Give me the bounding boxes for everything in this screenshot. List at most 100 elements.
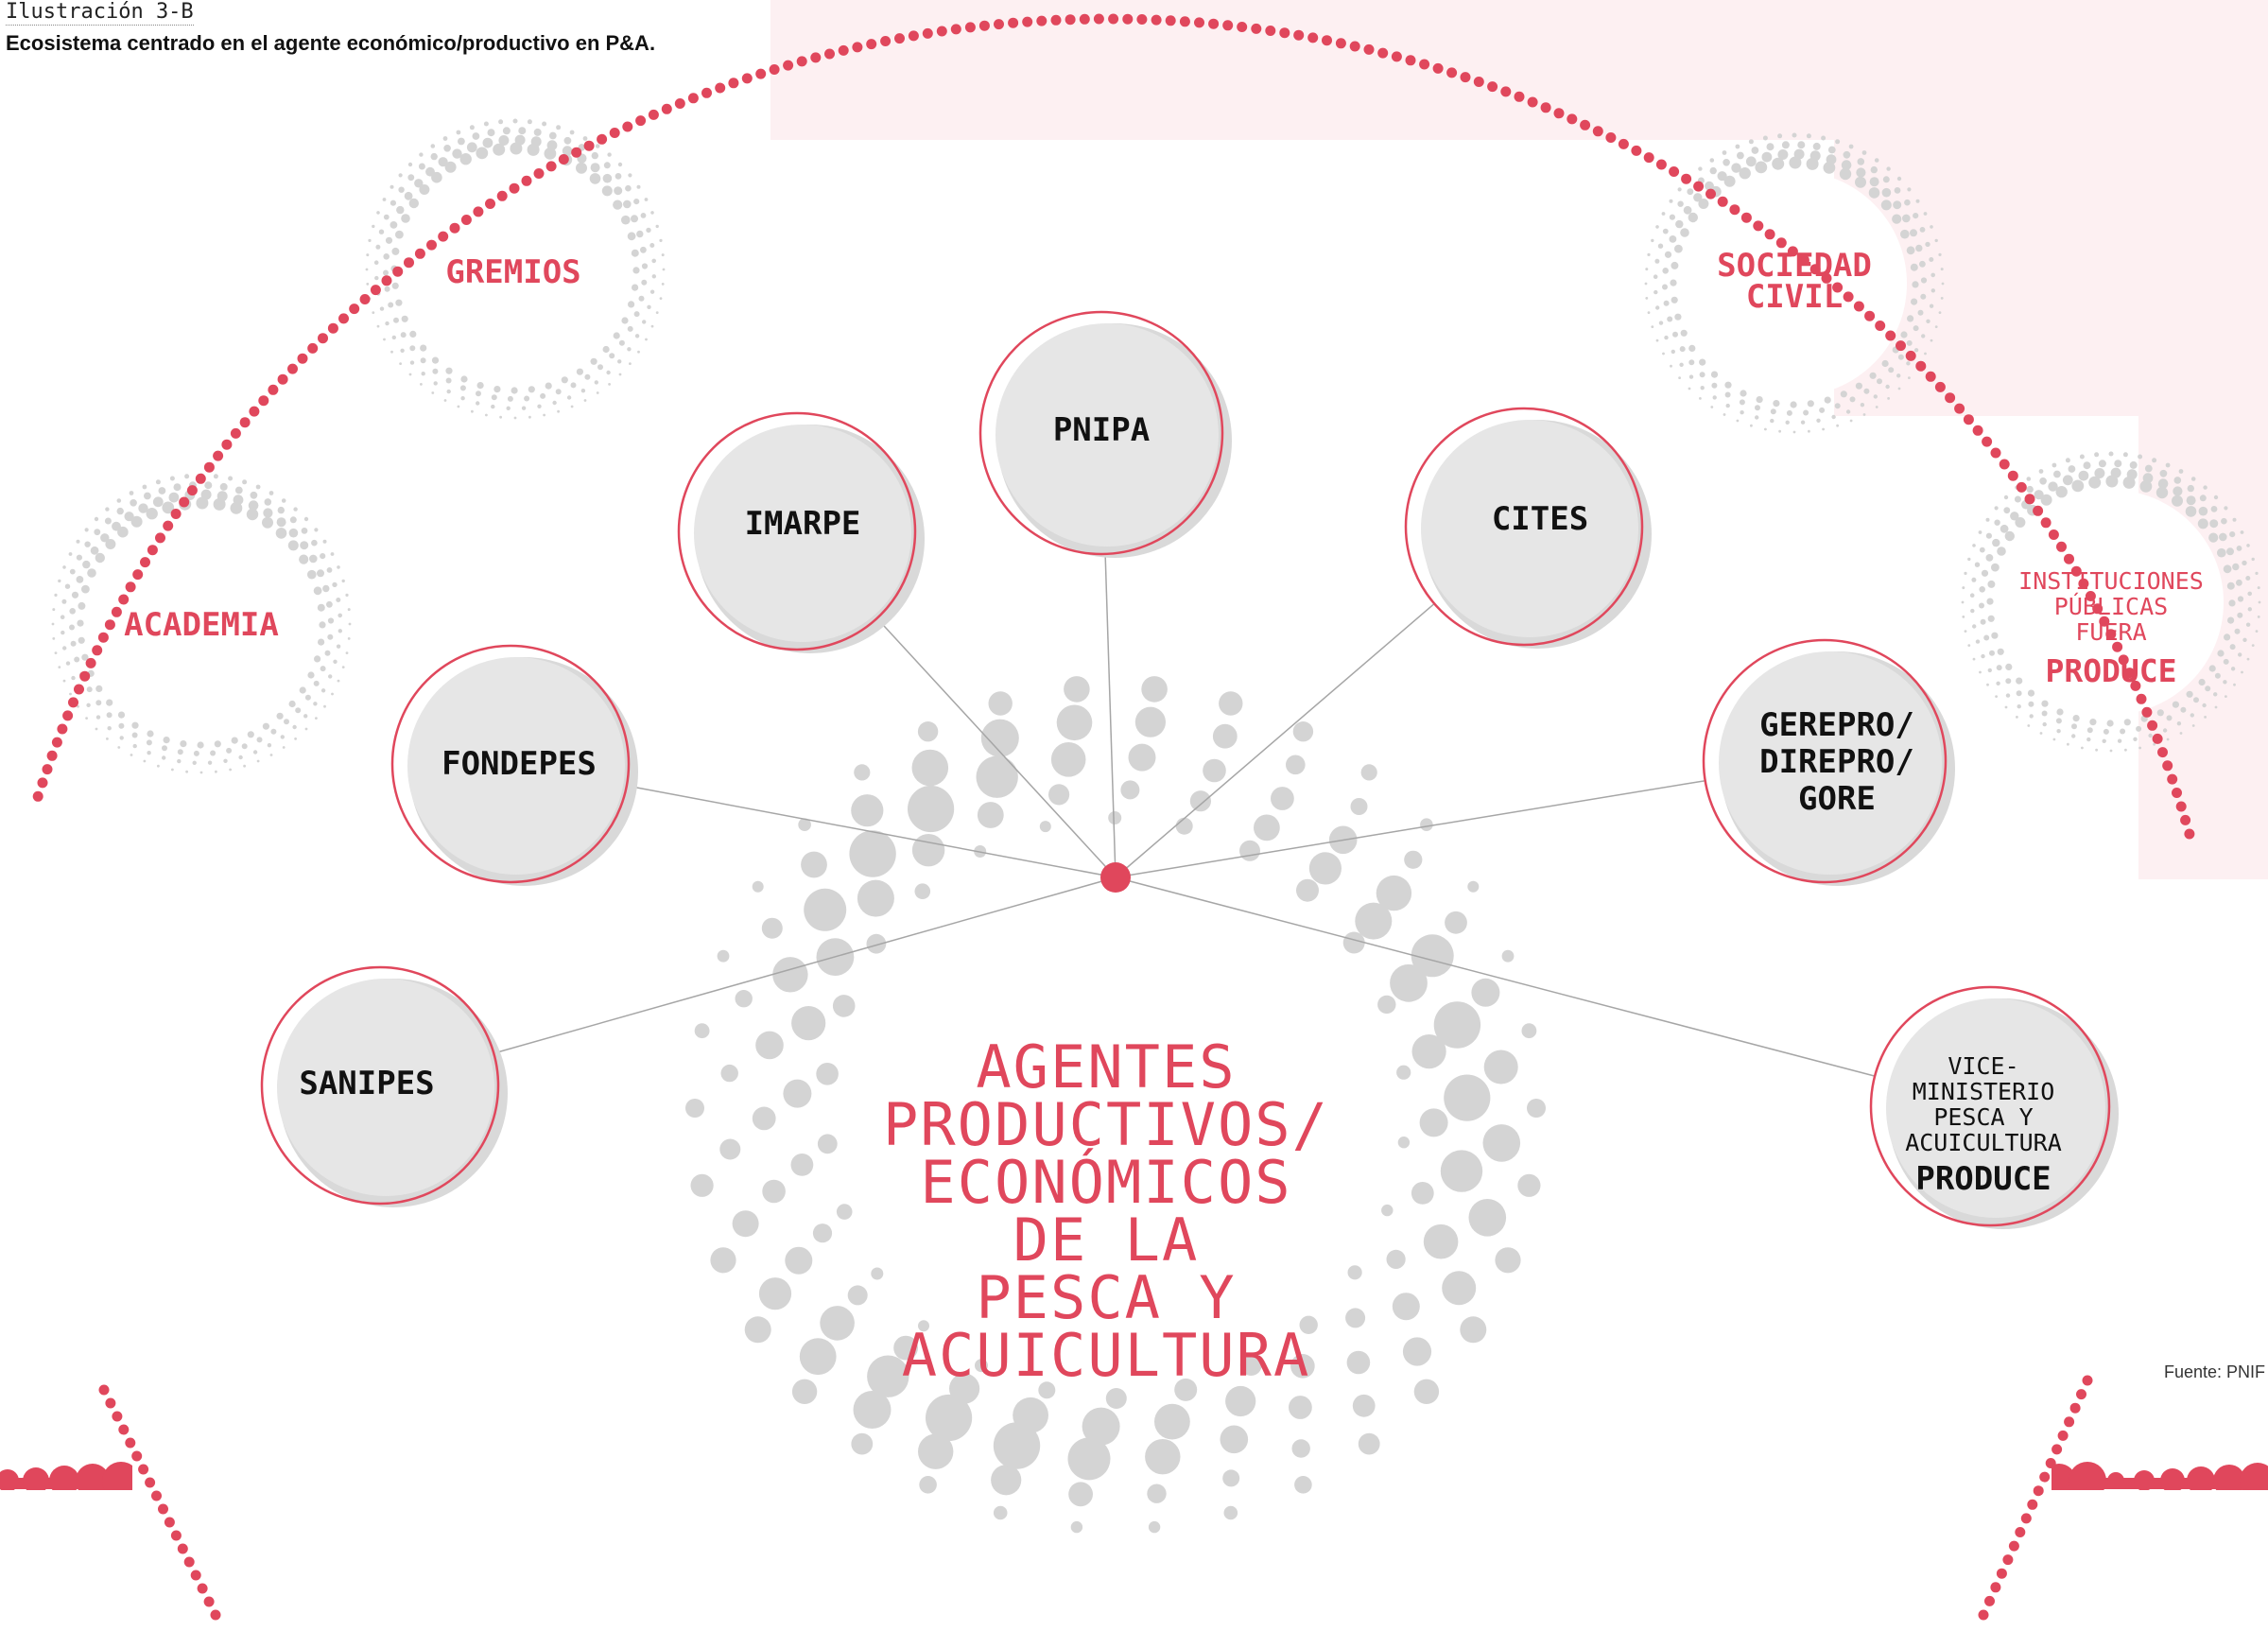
ring-dot [238,755,243,760]
ring-dot [446,389,451,394]
ring-dot [1978,530,1982,534]
ecosystem-arc-dot [558,154,569,165]
ring-dot [94,516,99,522]
ring-dot [1971,577,1977,582]
center-line-6: ACUICULTURA [901,1321,1311,1390]
halo-dot [1290,1354,1315,1379]
ring-dot [74,656,80,663]
ring-dot [299,554,309,564]
ring-dot [1806,133,1811,139]
halo-dot [1105,1388,1127,1409]
halo-dot [1402,1337,1432,1366]
ring-dot [292,724,297,730]
ecosystem-arc-dot [1984,1595,1995,1606]
ring-dot [2238,652,2242,657]
ring-dot [1819,407,1826,413]
ring-dot [2098,460,2106,468]
ring-dot [1915,244,1923,252]
ring-dot [650,211,654,215]
ring-dot [2117,738,2122,743]
halo-dot [801,851,827,878]
ecosystem-arc-dot [1798,254,1809,266]
halo-dot [1271,787,1294,810]
ring-dot [1987,580,1996,588]
ring-dot [1994,506,1999,511]
ring-dot [1985,554,1994,562]
ecosystem-arc-dot [2152,733,2163,744]
ring-dot [1739,399,1745,406]
ring-dot [2224,633,2231,641]
ring-dot [1841,160,1852,170]
ring-dot [576,162,587,174]
ecosystem-arc-dot [2020,1513,2032,1524]
ring-dot [2106,720,2114,727]
ring-dot [2139,480,2153,493]
ecosystem-arc-dot [1643,152,1654,164]
ring-dot [506,406,511,410]
bubble-fill [1421,420,1638,637]
halo-dot [1056,704,1093,741]
ecosystem-arc-dot [1753,220,1764,232]
ring-dot [117,711,126,719]
ring-dot [471,409,474,413]
ring-dot [1923,212,1928,216]
ecosystem-arc-dot [179,496,190,508]
node-pnipa-label: PNIPA [1052,411,1151,449]
ecosystem-arc-dot [824,48,835,60]
ring-dot [1920,293,1927,300]
halo-dot [1433,1001,1481,1049]
ecosystem-arc-dot [2040,517,2052,529]
ring-dot [345,593,349,598]
ring-dot [2179,732,2183,735]
ecosystem-arc-dot [32,790,43,802]
ring-dot [385,236,393,244]
ring-dot [1751,147,1759,154]
ring-dot [100,533,110,543]
ecosystem-arc-dot [186,485,198,496]
ecosystem-arc-dot [1809,264,1821,275]
ring-dot [2138,454,2143,460]
ecosystem-arc-dot [1432,62,1444,74]
ring-dot [231,737,238,744]
ecosystem-arc-dot [338,313,349,324]
ecosystem-arc-dot [622,121,633,132]
ring-dot [2005,678,2012,685]
ring-dot [1906,361,1911,366]
ring-dot [347,637,351,640]
ecosystem-arc-dot [894,33,905,44]
ring-dot [1919,260,1926,268]
ecosystem-arc-dot [1775,237,1787,249]
node-fondepes-connector [626,785,1117,878]
ring-dot [606,370,611,375]
node-imarpe-bubble [677,411,925,653]
ring-dot [2173,477,2182,484]
halo-dot [816,1063,839,1085]
ring-dot [2165,462,2171,468]
ring-dot [1987,615,1995,622]
ring-dot [1821,135,1827,141]
ecosystem-arc-dot [249,406,260,417]
node-sanipes-bubble [260,965,508,1207]
ring-dot [287,540,299,551]
ring-dot [2233,683,2236,686]
ring-dot [383,269,389,276]
ecosystem-arc-dot [1580,119,1591,130]
ecosystem-arc-dot [1972,425,1983,436]
ring-dot [607,152,612,157]
ecosystem-arc-dot [1787,246,1798,257]
ring-dot [1869,177,1879,187]
ecosystem-arc-dot [473,206,484,217]
ring-dot [267,743,272,748]
ring-dot [2186,690,2193,698]
vice-line-3: PESCA Y [1933,1103,2034,1131]
ring-dot [341,579,345,583]
ring-dot [1710,406,1714,408]
ring-dot [1911,298,1918,305]
ring-dot [557,409,560,413]
bubble-fill [1886,998,2105,1218]
sociedad-line-1: SOCIEDAD [1717,247,1872,285]
ecosystem-arc-dot [277,373,288,385]
halo-dot [1039,821,1051,833]
instituciones-line-1: INSTITUCIONES [2018,567,2204,595]
halo-dot [851,1432,874,1455]
